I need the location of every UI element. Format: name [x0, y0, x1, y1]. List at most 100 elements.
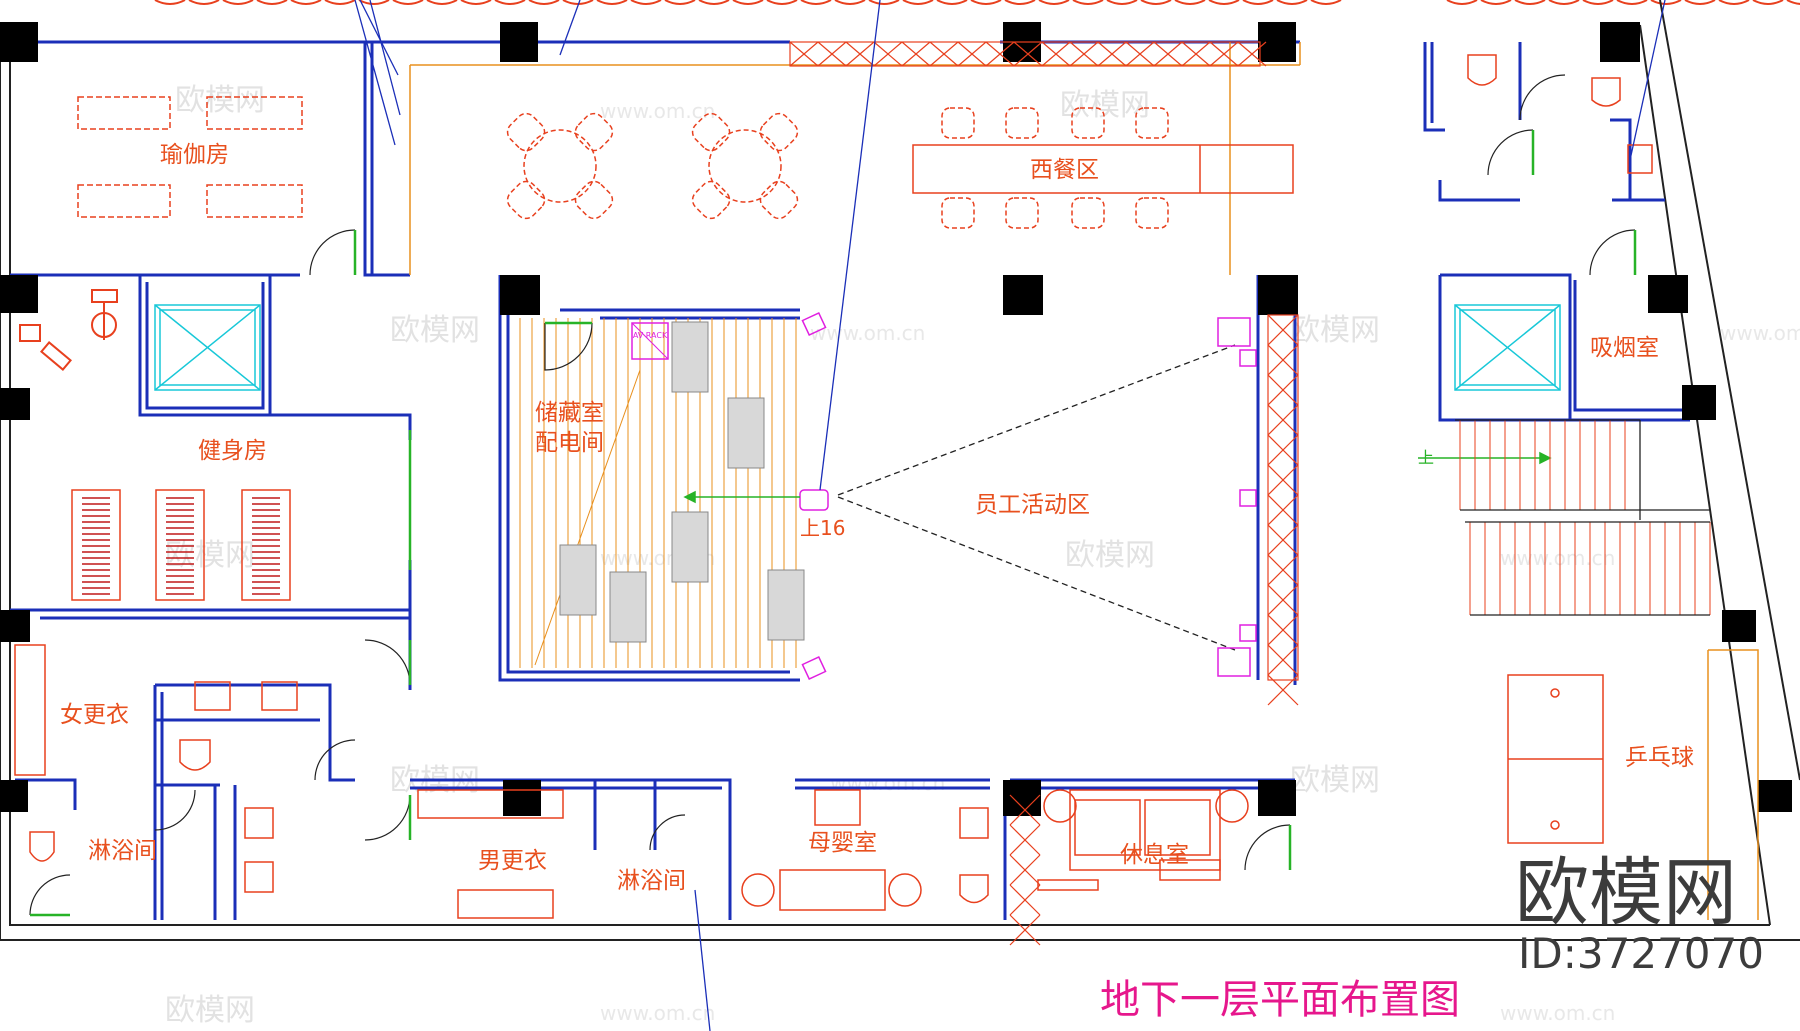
storage-crate: [609, 571, 647, 643]
hatch-line: [789, 41, 819, 67]
watermark: 欧模网: [1290, 313, 1380, 348]
lounge-seating: [741, 789, 1249, 907]
toilets: [29, 54, 1621, 904]
western-long-table: [912, 144, 1294, 194]
scallop: [1038, 0, 1070, 5]
hatch-line: [1267, 374, 1299, 406]
brand-id: ID:3727070: [1518, 929, 1764, 978]
blue-walls: [10, 40, 1690, 920]
stair-outline: [1455, 419, 1710, 616]
watermark: www.om.cn: [600, 99, 715, 123]
storage-crate: [727, 397, 765, 469]
hatch-line: [1267, 464, 1299, 496]
label-gym: 健身房: [198, 438, 267, 464]
hatch-line: [1267, 524, 1299, 556]
hatch-line: [1125, 41, 1155, 67]
hatch-line: [929, 41, 959, 67]
label-up16: 上16: [800, 516, 845, 540]
dining-chair: [691, 112, 731, 152]
label-storage: 储藏室: [535, 400, 604, 426]
scallop: [1106, 0, 1138, 5]
scallop: [460, 0, 492, 5]
hatch-line: [1267, 584, 1299, 616]
treadmill: [71, 489, 121, 601]
door-leaves: [30, 130, 1637, 917]
watermark: 欧模网: [1290, 763, 1380, 798]
ping-pong-table: [1507, 674, 1604, 844]
dining-chair: [759, 180, 799, 220]
hatch-line: [1267, 644, 1299, 676]
watermark: 欧模网: [390, 313, 480, 348]
scallop: [528, 0, 560, 5]
hatch-line: [901, 41, 931, 67]
scallop: [1480, 0, 1512, 5]
dining-chair: [1071, 107, 1105, 139]
scallop: [1174, 0, 1206, 5]
scallop: [154, 0, 186, 5]
scallop: [1514, 0, 1546, 5]
hatch-line: [1267, 674, 1299, 706]
round-dining-table: [523, 129, 782, 203]
scallop: [732, 0, 764, 5]
projection-lines: [837, 344, 1236, 651]
hatch-line: [1009, 854, 1041, 886]
treadmills: [71, 489, 291, 601]
glass-partition-top: [789, 41, 1267, 67]
brand-logo: 欧模网 ID:3727070: [1515, 850, 1764, 978]
hatch-line: [817, 41, 847, 67]
scallop: [188, 0, 220, 5]
treadmill: [241, 489, 291, 601]
dining-chairs: [506, 112, 799, 220]
scallop: [1446, 0, 1478, 5]
glass-partition-right: [1009, 314, 1299, 946]
scallop: [494, 0, 526, 5]
hatch-line: [1153, 41, 1183, 67]
elevator-right: [1454, 304, 1561, 391]
storage-crate: [671, 511, 709, 583]
storage-shelving: [519, 318, 805, 668]
hatch-line: [985, 41, 1015, 67]
dining-chair: [941, 197, 975, 229]
leader-lines: [354, 0, 1666, 1031]
hatch-line: [1267, 344, 1299, 376]
dining-chair: [574, 112, 614, 152]
watermark-layer: 欧模网 www.om.cn 欧模网 欧模网 www.om.cn 欧模网 www.…: [165, 83, 1800, 1028]
watermark: www.om.cn: [600, 1001, 715, 1025]
locker-benches: [14, 644, 1221, 919]
treadmill: [155, 489, 205, 601]
scallop: [392, 0, 424, 5]
label-women-locker: 女更衣: [60, 702, 129, 728]
speakers: [799, 311, 1257, 681]
label-ping-pong: 乒乓球: [1625, 745, 1694, 771]
dining-chair: [1135, 107, 1169, 139]
watermark: 欧模网: [165, 538, 255, 573]
scallop: [1548, 0, 1580, 5]
watermark: 欧模网: [165, 993, 255, 1028]
scallop: [970, 0, 1002, 5]
outer-walls: [0, 0, 1800, 941]
scallop: [766, 0, 798, 5]
label-men-locker: 男更衣: [478, 848, 547, 874]
hatch-line: [1267, 314, 1299, 346]
stairs: [1459, 420, 1711, 615]
av-rack-label: AV RACK: [633, 331, 668, 340]
scallop: [868, 0, 900, 5]
diagonal-line: [534, 369, 641, 666]
structural-columns: [0, 22, 1792, 816]
scallop: [1004, 0, 1036, 5]
scallop: [222, 0, 254, 5]
scallop: [1786, 0, 1800, 5]
vanities: [194, 144, 1653, 893]
scallop: [698, 0, 730, 5]
scallop: [902, 0, 934, 5]
hatch-line: [957, 41, 987, 67]
hatch-line: [1267, 404, 1299, 436]
hatch-line: [845, 41, 875, 67]
dining-chair: [941, 107, 975, 139]
dining-chair: [506, 112, 546, 152]
scallop: [1208, 0, 1240, 5]
top-scallop-border: [154, 0, 1800, 5]
watermark: 欧模网: [1065, 538, 1155, 573]
watermark: www.om.cn: [1500, 1001, 1615, 1025]
